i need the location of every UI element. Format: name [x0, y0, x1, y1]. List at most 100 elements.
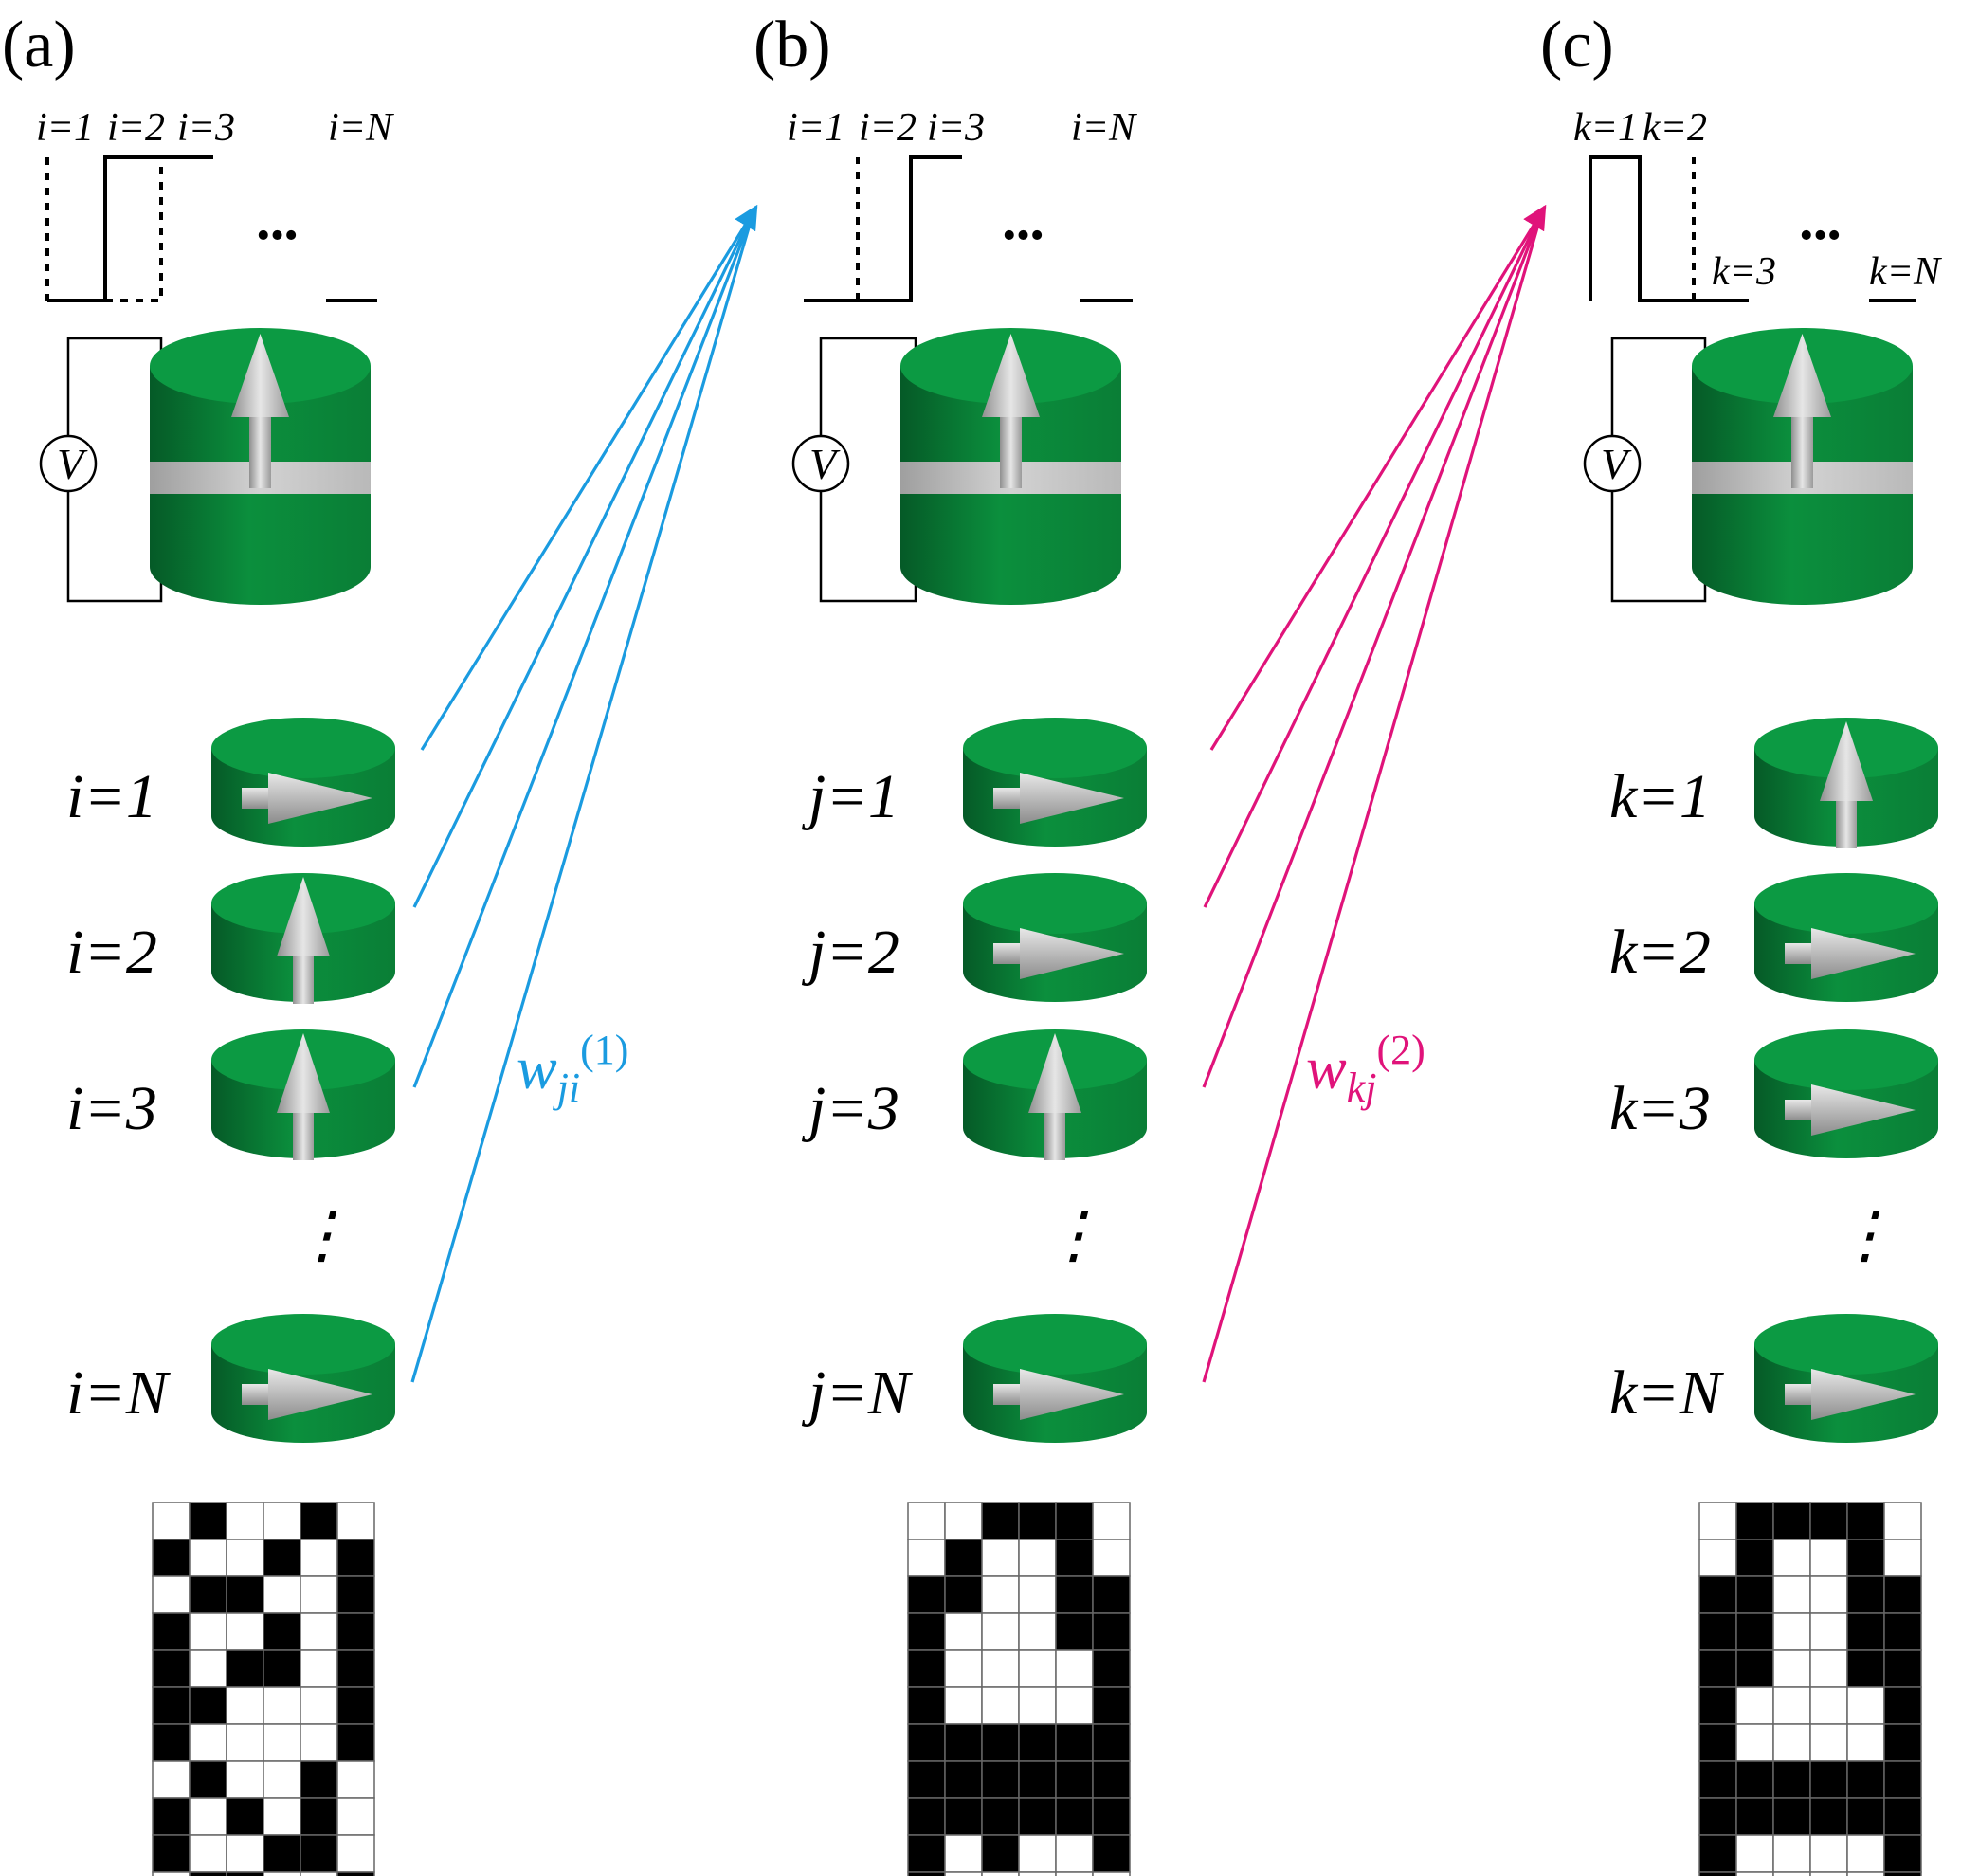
pixel-grid-c — [1698, 1502, 1922, 1876]
grid-cell — [981, 1834, 1020, 1873]
grid-cell — [1092, 1686, 1131, 1725]
grid-cell — [226, 1649, 264, 1688]
grid-cell — [1846, 1834, 1885, 1873]
grid-cell — [226, 1871, 264, 1876]
grid-cell — [944, 1612, 983, 1651]
grid-cell — [1092, 1612, 1131, 1651]
grid-cell — [263, 1539, 301, 1577]
disk-a-2 — [211, 873, 395, 1004]
grid-cell — [1055, 1834, 1094, 1873]
row-label-c-n: k=N — [1609, 1358, 1725, 1428]
weight-line-1-3 — [412, 210, 755, 1088]
grid-cell — [1735, 1834, 1774, 1873]
grid-cell — [1092, 1723, 1131, 1762]
grid-cell — [226, 1575, 264, 1614]
grid-cell — [944, 1797, 983, 1836]
grid-cell — [1018, 1502, 1057, 1540]
grid-cell — [1809, 1502, 1848, 1540]
grid-cell — [152, 1539, 191, 1577]
grid-cell — [981, 1502, 1020, 1540]
grid-cell — [1018, 1539, 1057, 1577]
pulse-train-b — [804, 155, 1133, 302]
grid-cell — [1809, 1539, 1848, 1577]
grid-cell — [226, 1612, 264, 1651]
grid-cell — [189, 1649, 227, 1688]
vertical-ellipsis-c: ⋮ — [1834, 1201, 1897, 1270]
grid-cell — [1018, 1649, 1057, 1688]
weight-line-2-2 — [1203, 210, 1544, 908]
grid-cell — [1735, 1686, 1774, 1725]
pulse-label-b-2: i=2 — [859, 106, 917, 150]
grid-cell — [336, 1834, 375, 1873]
grid-cell — [1092, 1502, 1131, 1540]
grid-cell — [1772, 1649, 1811, 1688]
grid-cell — [1018, 1797, 1057, 1836]
grid-cell — [1772, 1539, 1811, 1577]
row-label-c-3: k=3 — [1609, 1074, 1711, 1143]
row-label-b-n: j=N — [801, 1358, 914, 1428]
voltmeter-label-b: V — [809, 440, 841, 488]
grid-cell — [1698, 1760, 1737, 1799]
grid-cell — [1055, 1871, 1094, 1876]
row-label-a-3: i=3 — [66, 1074, 157, 1143]
grid-cell — [300, 1575, 338, 1614]
grid-cell — [1883, 1612, 1922, 1651]
pulse-label-a-2: i=2 — [107, 106, 165, 150]
weight-line-2-n — [1202, 210, 1544, 1383]
grid-cell — [1735, 1871, 1774, 1876]
grid-cell — [1809, 1575, 1848, 1614]
grid-cell — [907, 1723, 946, 1762]
pixel-grid-a — [152, 1502, 375, 1876]
grid-cell — [981, 1612, 1020, 1651]
grid-cell — [1883, 1797, 1922, 1836]
row-label-c-2: k=2 — [1609, 918, 1711, 987]
disk-b-n — [963, 1314, 1147, 1443]
weight-arrowhead-2 — [1523, 204, 1547, 232]
voltmeter-label-c: V — [1601, 440, 1632, 488]
grid-cell — [1055, 1723, 1094, 1762]
grid-cell — [944, 1834, 983, 1873]
pixel-grid-b — [907, 1502, 1131, 1876]
grid-cell — [336, 1760, 375, 1799]
grid-cell — [1092, 1760, 1131, 1799]
grid-cell — [189, 1502, 227, 1540]
weight-lines-2 — [1202, 204, 1547, 1383]
pulse-label-a-1: i=1 — [36, 106, 94, 150]
grid-cell — [152, 1871, 191, 1876]
grid-cell — [336, 1612, 375, 1651]
grid-cell — [189, 1797, 227, 1836]
mtj-stack-c — [1692, 328, 1913, 605]
pulse-label-b-n: i=N — [1071, 106, 1137, 150]
grid-cell — [1772, 1723, 1811, 1762]
grid-cell — [263, 1649, 301, 1688]
grid-cell — [1735, 1539, 1774, 1577]
grid-cell — [1883, 1723, 1922, 1762]
grid-cell — [263, 1797, 301, 1836]
pulse-label-c-2: k=2 — [1643, 106, 1707, 150]
voltmeter-c — [1583, 434, 1642, 493]
grid-cell — [1698, 1871, 1737, 1876]
grid-cell — [336, 1871, 375, 1876]
grid-cell — [1092, 1834, 1131, 1873]
grid-cell — [189, 1539, 227, 1577]
grid-cell — [1846, 1649, 1885, 1688]
grid-cell — [1883, 1649, 1922, 1688]
grid-cell — [1735, 1502, 1774, 1540]
disk-b-3 — [963, 1029, 1147, 1160]
grid-cell — [336, 1539, 375, 1577]
grid-cell — [1055, 1502, 1094, 1540]
grid-cell — [1698, 1686, 1737, 1725]
grid-cell — [300, 1871, 338, 1876]
grid-cell — [1883, 1539, 1922, 1577]
mtj-stack-b — [900, 328, 1121, 605]
pulse-label-c-n: k=N — [1869, 250, 1942, 294]
grid-cell — [907, 1649, 946, 1688]
grid-cell — [1883, 1871, 1922, 1876]
grid-cell — [152, 1723, 191, 1762]
grid-cell — [189, 1686, 227, 1725]
grid-cell — [1846, 1723, 1885, 1762]
pulse-ellipsis-b: ••• — [1002, 214, 1044, 258]
grid-cell — [1018, 1686, 1057, 1725]
grid-cell — [1809, 1612, 1848, 1651]
grid-cell — [1735, 1575, 1774, 1614]
